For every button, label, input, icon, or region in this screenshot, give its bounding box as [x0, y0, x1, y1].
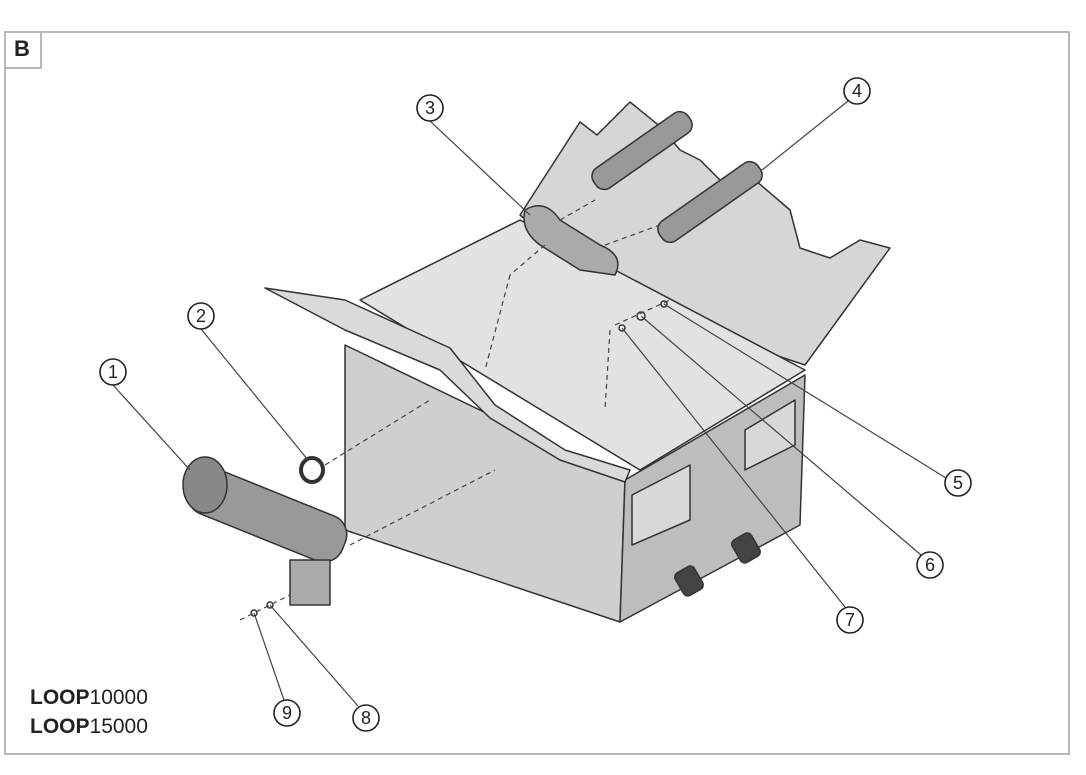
model-loop15000: LOOP15000 — [30, 715, 148, 738]
callout-3: 3 — [416, 94, 444, 122]
front-lid — [264, 287, 631, 483]
svg-text:4: 4 — [852, 81, 862, 101]
model-list: LOOP10000 LOOP15000 — [30, 683, 148, 741]
pipe-b — [657, 160, 763, 244]
elbow — [523, 205, 619, 276]
pipe-a — [591, 110, 693, 191]
callout-6: 6 — [916, 551, 944, 579]
model-loop10000: LOOP10000 — [30, 686, 148, 709]
figure-frame — [4, 31, 1070, 755]
svg-text:8: 8 — [361, 708, 371, 728]
callout-4: 4 — [843, 77, 871, 105]
svg-text:5: 5 — [953, 473, 963, 493]
callout-5: 5 — [944, 469, 972, 497]
callout-8: 8 — [352, 704, 380, 732]
figure-label: B — [4, 31, 42, 69]
svg-text:3: 3 — [425, 98, 435, 118]
svg-text:1: 1 — [108, 362, 118, 382]
svg-text:9: 9 — [282, 703, 292, 723]
svg-text:6: 6 — [925, 555, 935, 575]
callout-9: 9 — [273, 699, 301, 727]
svg-text:7: 7 — [845, 610, 855, 630]
svg-text:2: 2 — [196, 306, 206, 326]
callout-2: 2 — [187, 302, 215, 330]
callout-1: 1 — [99, 358, 127, 386]
box-interior — [359, 219, 806, 471]
callout-7: 7 — [836, 606, 864, 634]
